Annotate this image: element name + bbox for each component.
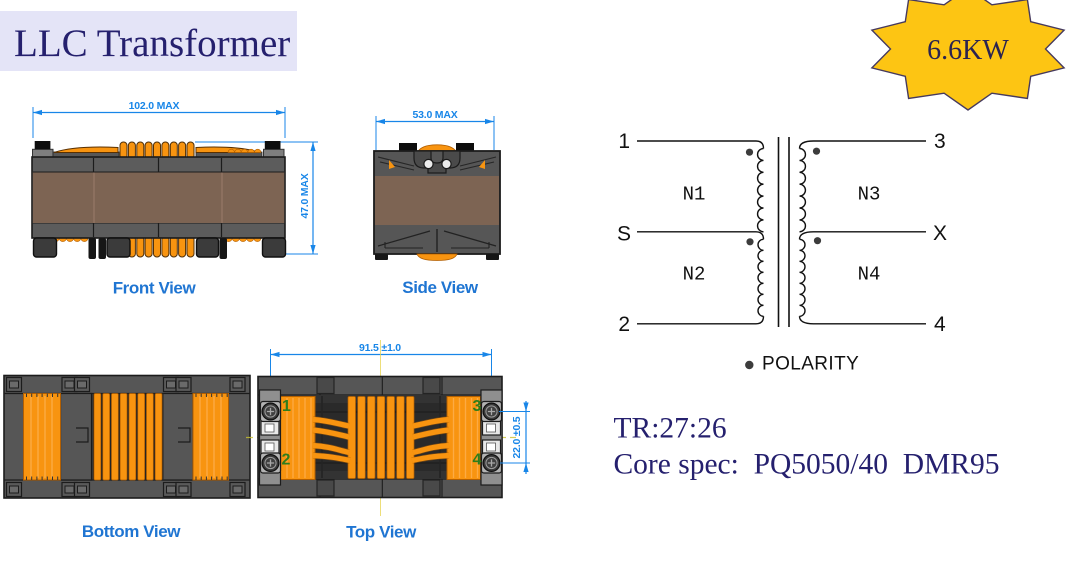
svg-text:Front View: Front View bbox=[113, 279, 197, 298]
svg-text:53.0 MAX: 53.0 MAX bbox=[412, 109, 457, 121]
svg-text:Bottom View: Bottom View bbox=[82, 522, 181, 541]
svg-text:102.0 MAX: 102.0 MAX bbox=[129, 100, 180, 112]
svg-text:Top View: Top View bbox=[346, 523, 417, 542]
svg-text:2: 2 bbox=[282, 452, 291, 469]
svg-text:1: 1 bbox=[282, 398, 291, 415]
svg-text:3: 3 bbox=[934, 130, 946, 153]
svg-text:S: S bbox=[617, 223, 631, 246]
svg-text:4: 4 bbox=[473, 452, 482, 469]
svg-text:TR:27:26: TR:27:26 bbox=[614, 413, 727, 445]
svg-text:2: 2 bbox=[618, 313, 630, 336]
svg-text:6.6KW: 6.6KW bbox=[927, 35, 1009, 66]
svg-text:22.0 ±0.5: 22.0 ±0.5 bbox=[511, 416, 523, 458]
svg-text:N2: N2 bbox=[683, 264, 706, 286]
svg-text:4: 4 bbox=[934, 313, 946, 336]
svg-text:Side View: Side View bbox=[402, 278, 479, 297]
svg-text:LLC Transformer: LLC Transformer bbox=[14, 22, 290, 65]
svg-text:Core spec: PQ5050/40 DMR95: Core spec: PQ5050/40 DMR95 bbox=[614, 449, 1000, 481]
svg-text:N4: N4 bbox=[858, 264, 881, 286]
svg-text:1: 1 bbox=[618, 130, 630, 153]
svg-text:POLARITY: POLARITY bbox=[762, 354, 859, 375]
svg-text:X: X bbox=[933, 222, 947, 245]
svg-text:N3: N3 bbox=[858, 184, 881, 206]
svg-text:3: 3 bbox=[473, 398, 482, 415]
svg-text:47.0 MAX: 47.0 MAX bbox=[299, 173, 311, 218]
svg-text:N1: N1 bbox=[683, 184, 706, 206]
